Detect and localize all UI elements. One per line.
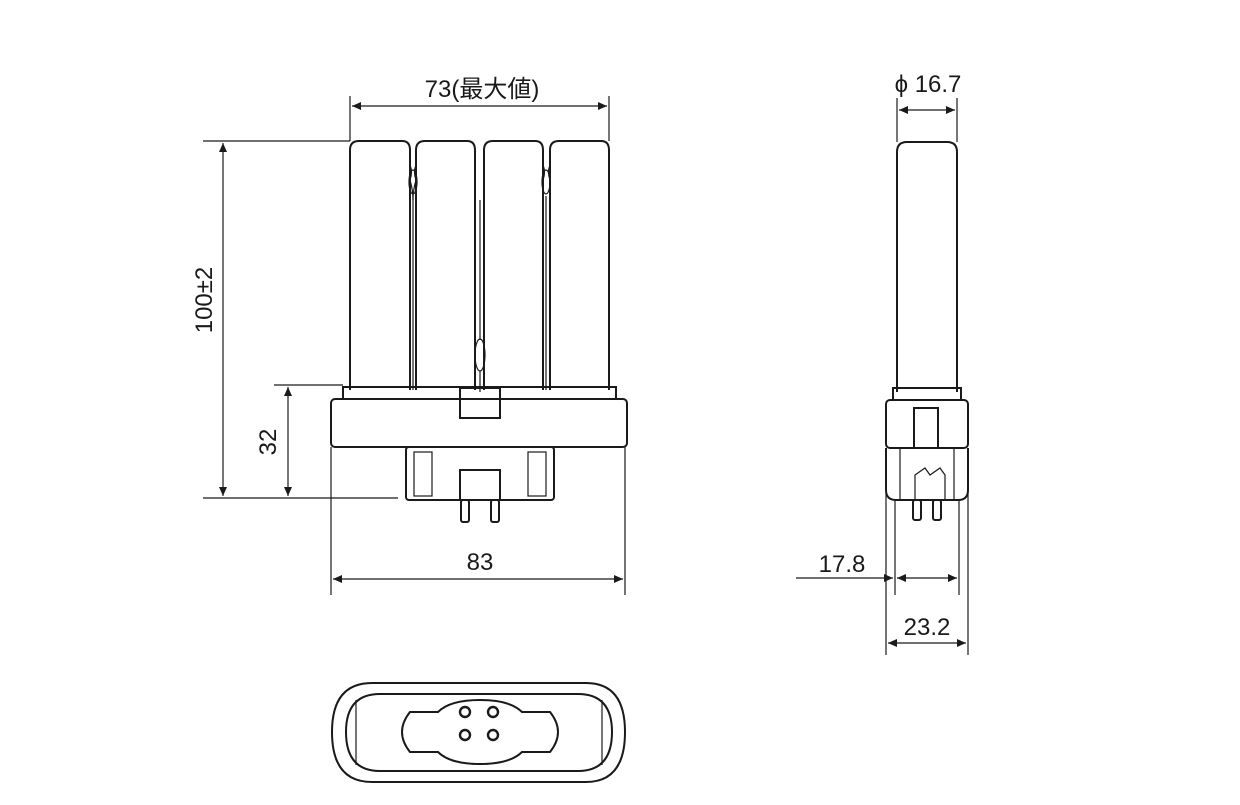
dimension-pin-span: 17.8 <box>796 500 960 595</box>
side-view: ϕ 16.7 17.8 23.2 <box>796 71 969 655</box>
pin-contact-dot <box>458 705 472 719</box>
front-view: 73(最大値) 100±2 32 83 <box>191 76 628 595</box>
dimension-top-width: 73(最大値) <box>349 76 610 141</box>
dimension-base-depth: 23.2 <box>885 448 969 655</box>
dimension-base-height: 32 <box>255 384 343 496</box>
bottom-view <box>330 682 627 783</box>
pin-contact-dot <box>486 705 500 719</box>
lamp-tubes <box>349 140 610 392</box>
pin-contact-dot <box>486 728 500 742</box>
dimension-base-width: 83 <box>330 447 626 595</box>
dimension-diameter: ϕ 16.7 <box>895 71 962 142</box>
lamp-base <box>330 386 628 523</box>
label-total-height: 100±2 <box>191 267 218 334</box>
label-top-width: 73(最大値) <box>425 76 540 103</box>
pin-contact-dot <box>458 728 472 742</box>
label-base-width: 83 <box>467 549 494 576</box>
label-base-depth: 23.2 <box>904 614 951 641</box>
label-base-height: 32 <box>255 429 282 456</box>
dimension-total-height: 100±2 <box>191 140 398 499</box>
label-pin-span: 17.8 <box>819 551 866 578</box>
label-diameter: ϕ 16.7 <box>895 71 962 98</box>
